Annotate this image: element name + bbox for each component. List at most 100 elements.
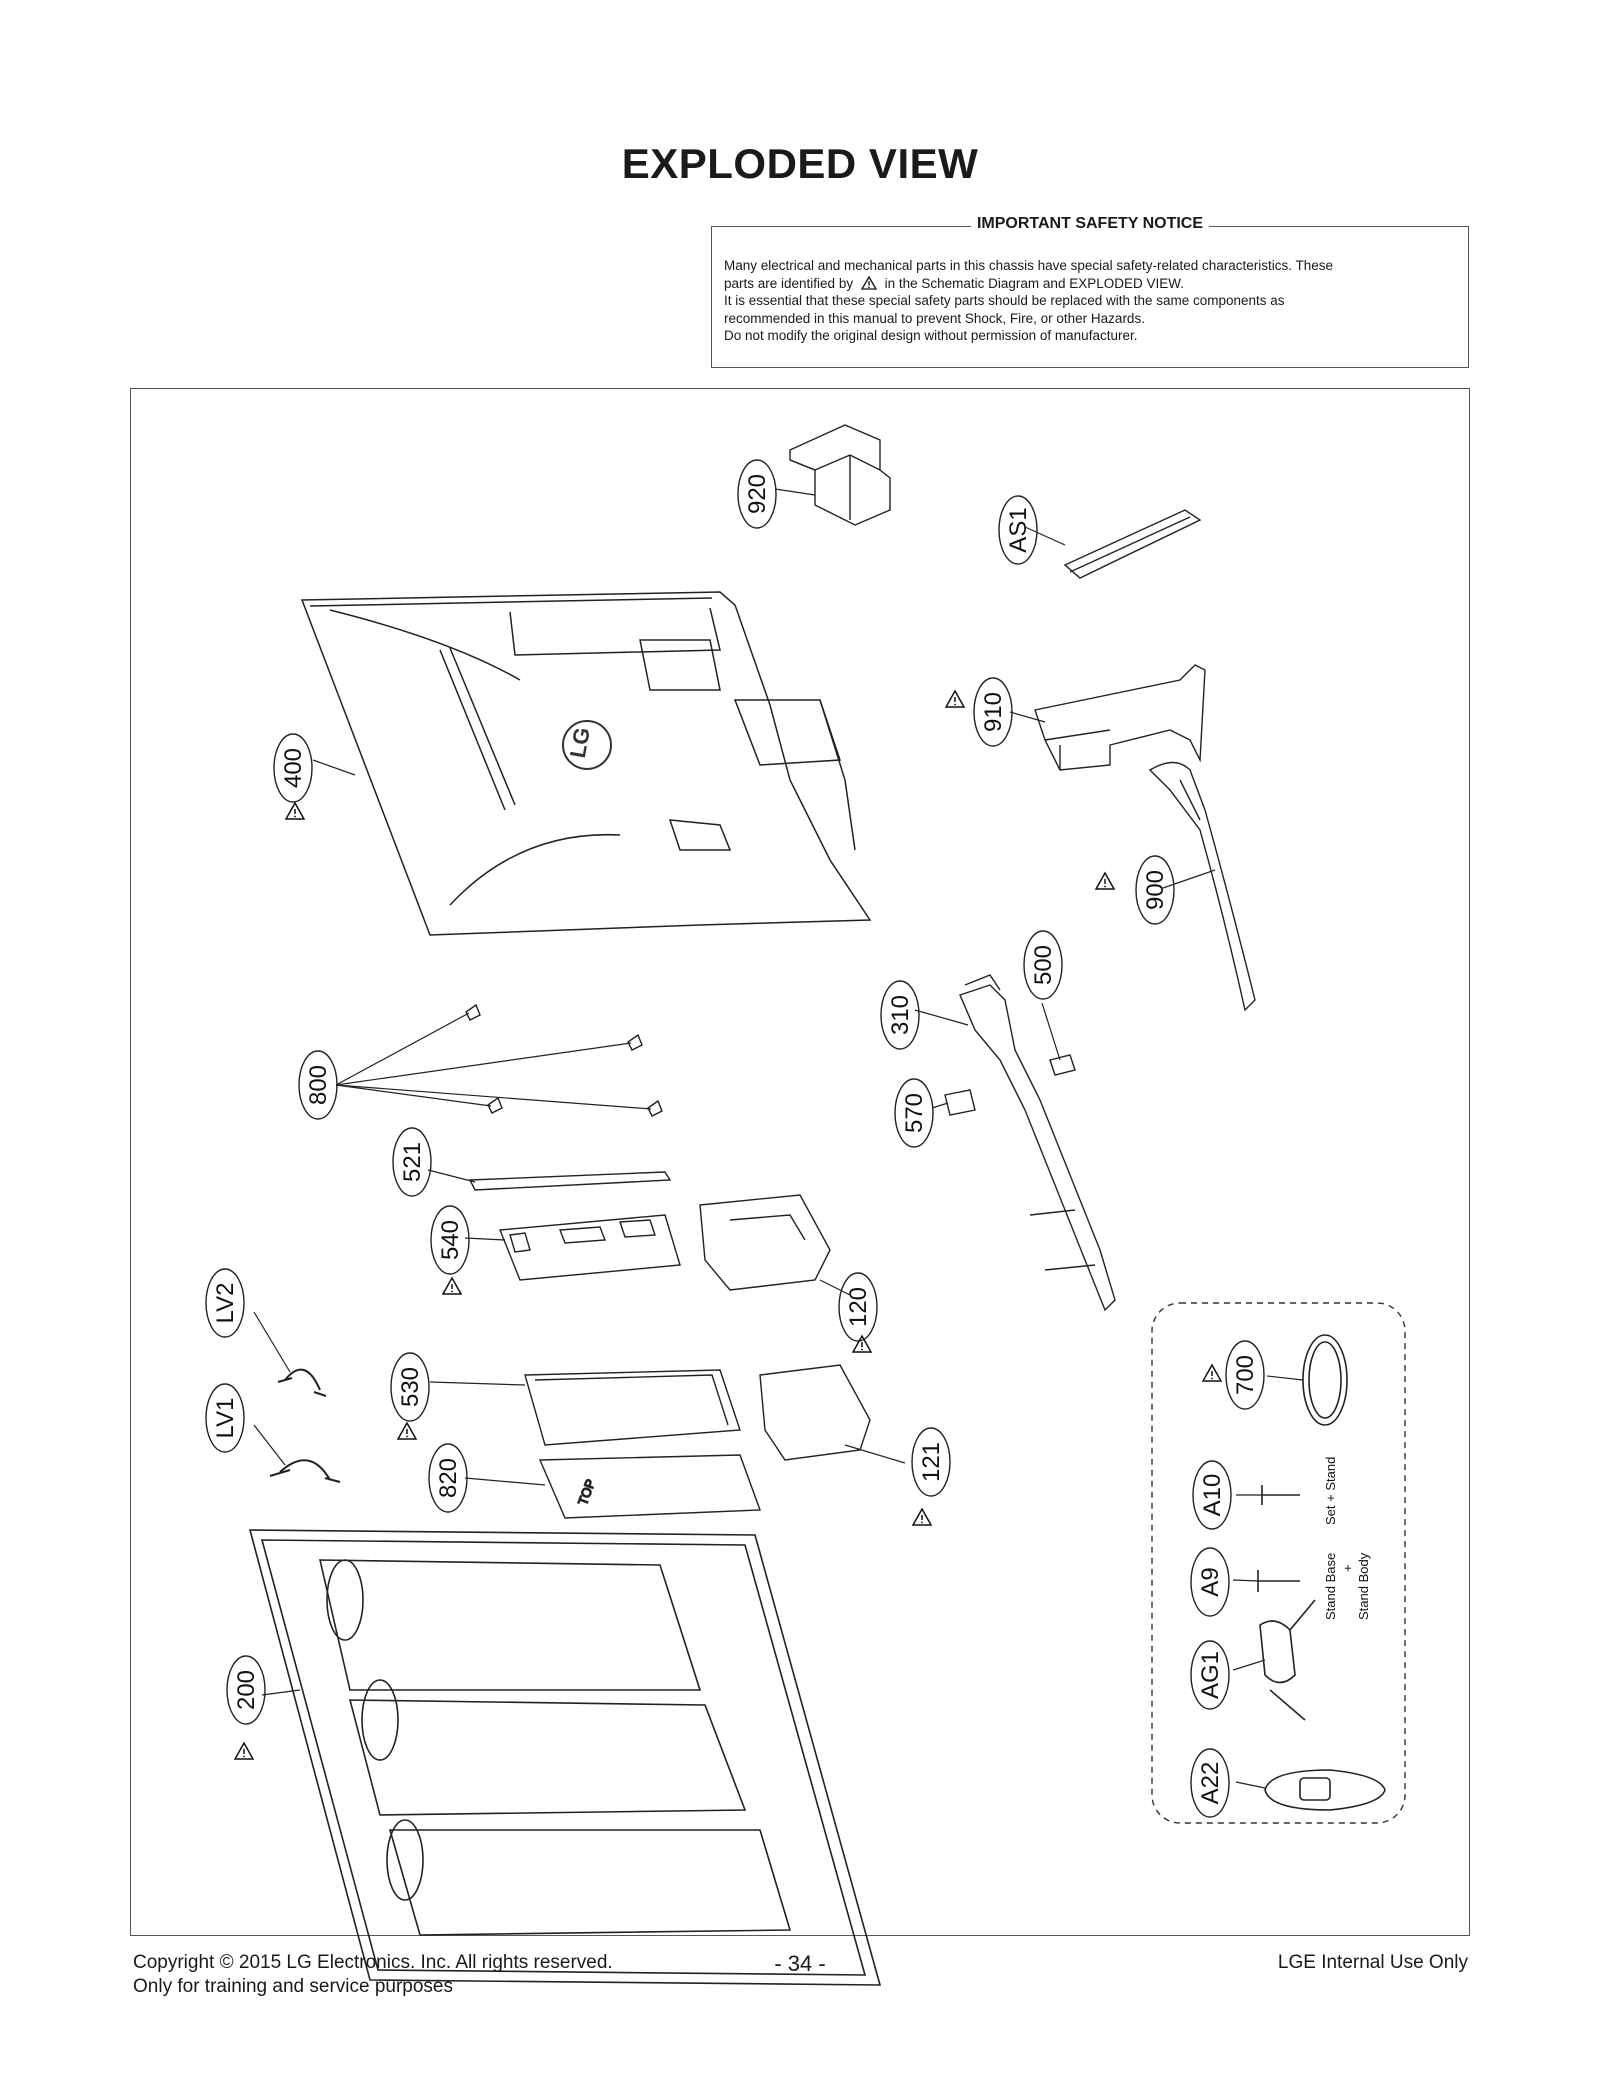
callout-A10: A10 (1192, 1460, 1232, 1530)
callout-label: 700 (1232, 1355, 1259, 1395)
notice-line-1: Many electrical and mechanical parts in … (724, 258, 1334, 273)
callout-label: A10 (1199, 1474, 1226, 1517)
part-800-brackets (465, 1003, 663, 1117)
callout-A9: A9 (1190, 1547, 1230, 1617)
part-120-shield (699, 1194, 831, 1291)
plus-label: + (1340, 1564, 1355, 1572)
callout-label: LV2 (212, 1283, 239, 1324)
page-title: EXPLODED VIEW (621, 140, 979, 187)
callout-AS1: AS1 (998, 495, 1038, 565)
svg-text:TOP: TOP (575, 1477, 598, 1507)
callout-label: 400 (280, 748, 307, 788)
safety-notice-box: IMPORTANT SAFETY NOTICE Many electrical … (711, 215, 1469, 368)
warning-triangle-icon-400 (285, 802, 305, 820)
part-540-main-board (499, 1214, 681, 1281)
callout-label: 900 (1142, 870, 1169, 910)
notice-line-5: Do not modify the original design withou… (724, 328, 1138, 343)
part-500-clip (1049, 1054, 1076, 1076)
callout-A22: A22 (1190, 1748, 1230, 1818)
part-121-shield (759, 1364, 871, 1461)
notice-line-4: recommended in this manual to prevent Sh… (724, 310, 1145, 326)
part-A9-screw (1257, 1570, 1300, 1592)
callout-label: 910 (980, 692, 1007, 732)
callout-800: 800 (298, 1050, 338, 1120)
notice-line-3: It is essential that these special safet… (724, 293, 1285, 308)
callout-540: 540 (430, 1205, 470, 1275)
callout-AG1: AG1 (1190, 1640, 1230, 1710)
callout-900: 900 (1135, 855, 1175, 925)
callout-121: 121 (911, 1427, 951, 1497)
page-number: - 34 - (774, 1951, 826, 1976)
stand-body-label: Stand Body (1356, 1552, 1371, 1620)
callout-570: 570 (894, 1078, 934, 1148)
part-A10-screw (1261, 1485, 1300, 1505)
callout-label: 530 (397, 1367, 424, 1407)
part-700-cable (1302, 1334, 1348, 1426)
callout-120: 120 (838, 1272, 878, 1342)
callout-521: 521 (392, 1127, 432, 1197)
footer-internal: LGE Internal Use Only (1277, 1952, 1468, 1973)
warning-triangle-icon-910 (945, 690, 965, 708)
safety-notice-heading: IMPORTANT SAFETY NOTICE (970, 215, 1210, 232)
part-LV2-cable (277, 1368, 327, 1397)
part-900-stand-arm (1148, 761, 1256, 1012)
callout-200: 200 (226, 1655, 266, 1725)
part-LV1-cable (269, 1459, 341, 1483)
callout-label: 121 (918, 1442, 945, 1482)
part-530-power-board (524, 1369, 741, 1446)
svg-text:LG: LG (565, 725, 595, 759)
warning-triangle-icon-540 (442, 1277, 462, 1295)
callout-920: 920 (737, 459, 777, 529)
part-910-bracket (1034, 664, 1206, 771)
callout-LV1: LV1 (205, 1383, 245, 1453)
stand-base-label: Stand Base (1323, 1553, 1338, 1620)
callout-label: 820 (435, 1458, 462, 1498)
part-400-back-cover (300, 591, 872, 936)
part-200-front-frame (248, 1529, 882, 1986)
warning-triangle-icon-200 (234, 1742, 254, 1760)
warning-triangle-icon-121 (912, 1508, 932, 1526)
callout-LV2: LV2 (205, 1268, 245, 1338)
lg-logo: LG (562, 720, 612, 770)
warning-triangle-icon-530 (397, 1422, 417, 1440)
warning-triangle-icon-900 (1095, 872, 1115, 890)
safety-notice-text: Many electrical and mechanical parts in … (724, 257, 1456, 345)
part-310-rail (959, 974, 1116, 1312)
set-stand-label: Set + Stand (1323, 1457, 1338, 1525)
callout-label: A9 (1197, 1567, 1224, 1596)
notice-line-2: parts are identified by in the Schematic… (724, 275, 1184, 291)
callout-530: 530 (390, 1352, 430, 1422)
warning-triangle-icon-700 (1202, 1364, 1222, 1382)
callout-310: 310 (880, 980, 920, 1050)
part-570-clip (944, 1089, 976, 1116)
callout-label: 800 (305, 1065, 332, 1105)
part-AS1-bar (1063, 509, 1202, 579)
part-A22-remote (1264, 1769, 1386, 1811)
callout-700: 700 (1225, 1340, 1265, 1410)
callout-label: AS1 (1005, 507, 1032, 552)
diagram-frame (130, 388, 1470, 1936)
callout-label: LV1 (212, 1398, 239, 1439)
callout-label: 521 (399, 1142, 426, 1182)
part-820-insulator: TOP (538, 1454, 761, 1519)
callout-label: 570 (901, 1093, 928, 1133)
callout-910: 910 (973, 677, 1013, 747)
safety-warning-markers (234, 690, 1222, 1760)
callout-label: A22 (1197, 1762, 1224, 1805)
accessory-box (1151, 1302, 1406, 1824)
callout-label: 500 (1030, 945, 1057, 985)
part-920-cover (789, 424, 891, 526)
part-521-strip (468, 1171, 672, 1191)
part-AG1-glasses (1259, 1599, 1316, 1721)
callout-label: AG1 (1197, 1651, 1224, 1699)
footer-copyright: Copyright © 2015 LG Electronics. Inc. Al… (133, 1952, 613, 1997)
callout-400: 400 (273, 733, 313, 803)
leader-lines (253, 488, 1304, 1789)
callout-label: 540 (437, 1220, 464, 1260)
callout-label: 310 (887, 995, 914, 1035)
callout-500: 500 (1023, 930, 1063, 1000)
callout-820: 820 (428, 1443, 468, 1513)
callout-label: 120 (845, 1287, 872, 1327)
warning-triangle-icon (860, 275, 877, 290)
